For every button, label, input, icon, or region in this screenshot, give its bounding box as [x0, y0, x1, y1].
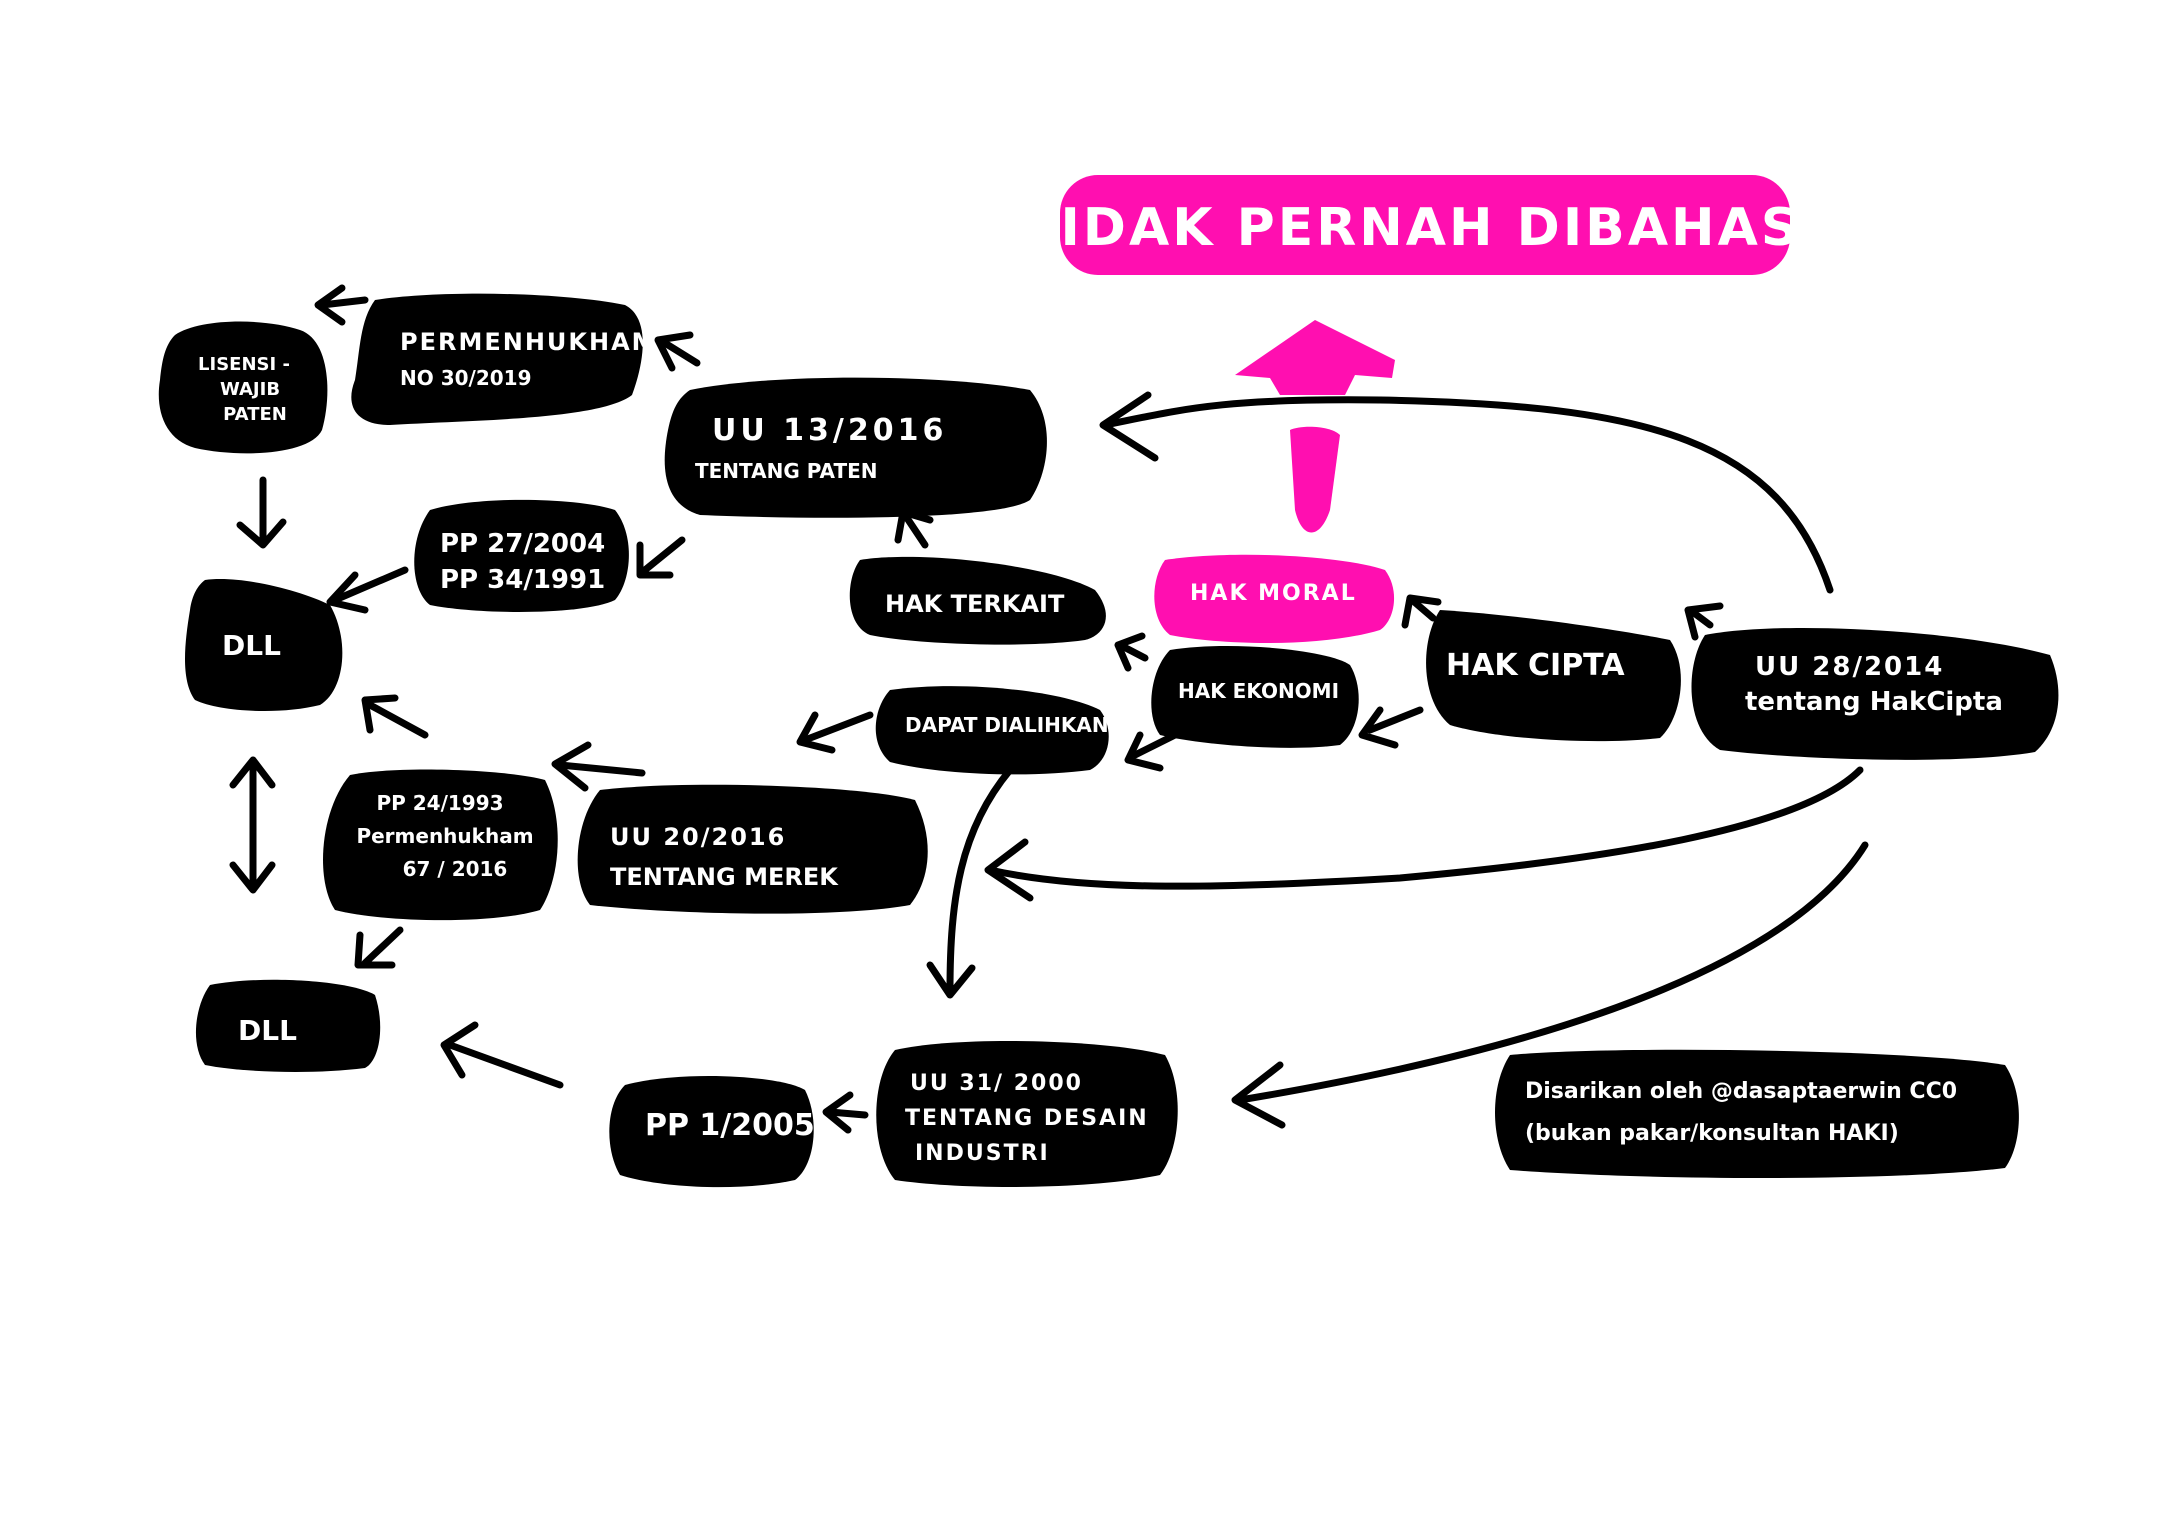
node-permenhukham-30: PERMENHUKHAM NO 30/2019 [351, 293, 658, 425]
node-pp-1-2005: PP 1/2005 [609, 1075, 815, 1188]
arrow-dialihkan-to-uu31 [926, 766, 1014, 999]
node-dllbottom-label: DLL [238, 1014, 297, 1047]
node-pp1-label: PP 1/2005 [645, 1108, 815, 1143]
title-text: TIDAK PERNAH DIBAHAS! [1022, 198, 1828, 258]
node-uu-31-2000: UU 31/ 2000 TENTANG DESAIN INDUSTRI [876, 1040, 1178, 1187]
node-hakterkait-label: HAK TERKAIT [885, 590, 1065, 618]
title-banner: TIDAK PERNAH DIBAHAS! [1022, 175, 1828, 275]
up-arrow-to-title [1235, 320, 1395, 533]
node-permen30-line-2: NO 30/2019 [400, 366, 532, 390]
node-uu-20-2016: UU 20/2016 TENTANG MEREK [577, 784, 928, 914]
node-pp24-line-3: 67 / 2016 [403, 857, 508, 881]
arrow-hakekonomi-to-dialihkan [1124, 731, 1179, 772]
node-hakcipta-label: HAK CIPTA [1446, 648, 1625, 683]
arrow-uu13-to-pp27 [636, 536, 686, 579]
node-uu-13-2016: UU 13/2016 TENTANG PATEN [664, 377, 1047, 518]
node-lisensi-line-1: LISENSI - [198, 354, 290, 375]
credit-line-1: Disarikan oleh @dasaptaerwin CC0 [1525, 1079, 1957, 1104]
node-dlltop-label: DLL [222, 629, 281, 662]
node-uu-28-2014: UU 28/2014 tentang HakCipta [1691, 627, 2059, 760]
node-pp24-line-1: PP 24/1993 [376, 791, 503, 815]
node-hakekonomi-label: HAK EKONOMI [1178, 679, 1339, 703]
node-permen30-line-1: PERMENHUKHAM [400, 328, 658, 356]
node-uu20-line-1: UU 20/2016 [610, 823, 786, 851]
arrow-uu28-to-uu13 [1099, 391, 1834, 594]
node-hakmoral-label: HAK MORAL [1190, 581, 1357, 606]
node-uu31-line-1: UU 31/ 2000 [910, 1071, 1083, 1096]
arrow-uu28-to-uu20 [984, 766, 1864, 902]
arrow-pp24-to-dllbottom [354, 926, 404, 969]
arrow-hakmoral-to-hakterkait [1114, 632, 1149, 672]
arrow-pp27-to-dll [326, 566, 409, 614]
node-pp-24-1993: PP 24/1993 Permenhukham 67 / 2016 [323, 769, 558, 921]
node-uu31-line-2: TENTANG DESAIN [905, 1106, 1149, 1131]
arrow-pp1-to-dllbottom [440, 1021, 564, 1089]
up-arrow-shaft [1290, 426, 1340, 533]
node-dll-bottom: DLL [195, 979, 381, 1072]
node-pp24-line-2: Permenhukham [356, 824, 533, 848]
node-lisensi-wajib-paten: LISENSI - WAJIB PATEN [158, 321, 328, 454]
credit-line-2: (bukan pakar/konsultan HAKI) [1525, 1121, 1899, 1146]
up-arrow-head [1235, 320, 1395, 395]
node-pp27-line-2: PP 34/1991 [440, 565, 605, 595]
arrow-uu20-to-pp24 [551, 741, 646, 792]
credit-box: Disarikan oleh @dasaptaerwin CC0 (bukan … [1495, 1049, 2019, 1178]
node-hak-terkait: HAK TERKAIT [849, 556, 1106, 645]
arrow-uu28-to-hakcipta [1684, 602, 1724, 641]
arrow-dll-bidirectional [229, 756, 276, 894]
node-uu13-line-2: TENTANG PATEN [695, 459, 878, 483]
node-dialihkan-label: DAPAT DIALIHKAN [905, 713, 1109, 737]
arrow-uu31-to-pp1 [822, 1091, 869, 1134]
node-hak-ekonomi: HAK EKONOMI [1151, 645, 1359, 748]
arrow-permen-to-lisensi [314, 284, 369, 326]
arrow-hakterkait-to-uu13 [894, 508, 934, 549]
arrow-pp24-to-dlltop [361, 694, 429, 739]
arrow-hakcipta-to-hakmoral [1401, 594, 1442, 629]
node-lisensi-line-2: WAJIB [220, 379, 280, 400]
node-dapat-dialihkan: DAPAT DIALIHKAN [875, 686, 1109, 775]
node-uu13-line-1: UU 13/2016 [712, 413, 947, 448]
node-uu28-line-2: tentang HakCipta [1745, 687, 2003, 717]
arrow-uu28-to-uu31 [1231, 841, 1869, 1129]
node-uu20-line-2: TENTANG MEREK [610, 863, 839, 891]
arrow-dialihkan-to-pp24 [796, 711, 874, 754]
arrow-hakcipta-to-hakekonomi [1358, 706, 1424, 749]
node-lisensi-line-3: PATEN [223, 404, 287, 425]
title-banner-bg [1060, 175, 1790, 275]
arrow-uu13-to-permen [654, 331, 701, 372]
node-uu31-line-3: INDUSTRI [915, 1141, 1050, 1166]
node-hak-cipta: HAK CIPTA [1426, 610, 1681, 742]
node-pp27-line-1: PP 27/2004 [440, 529, 605, 559]
node-uu28-line-1: UU 28/2014 [1755, 652, 1944, 682]
arrow-lisensi-to-dll [236, 476, 287, 549]
node-hak-moral: HAK MORAL [1154, 554, 1395, 644]
node-dll-top: DLL [185, 579, 343, 712]
node-pp-27-2004: PP 27/2004 PP 34/1991 [414, 499, 629, 612]
